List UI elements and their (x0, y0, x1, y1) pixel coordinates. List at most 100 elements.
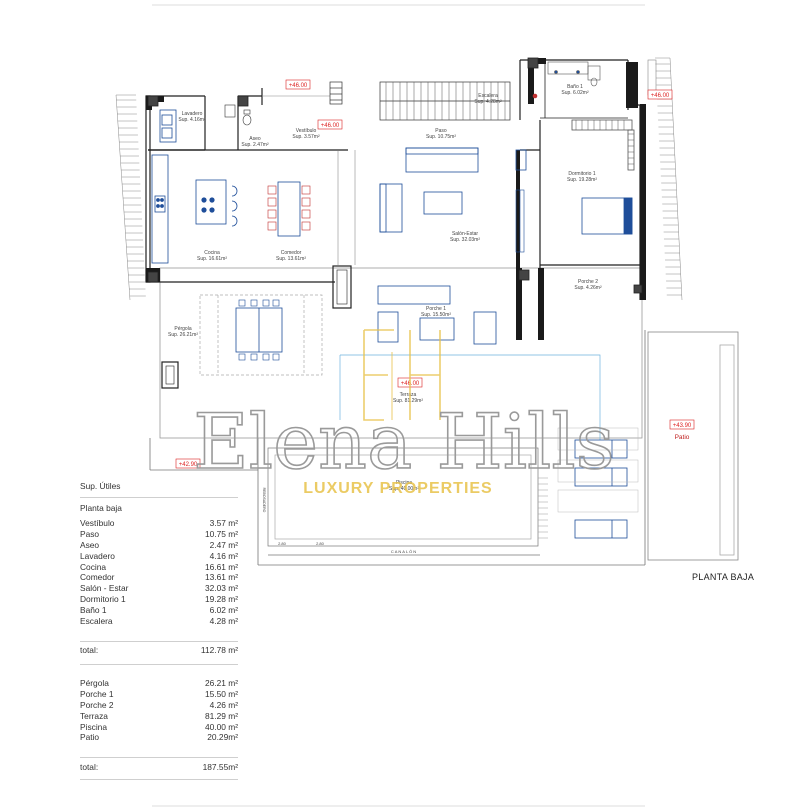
area-row-name: Lavadero (80, 550, 115, 561)
label-bano: Baño 1 (567, 84, 583, 90)
pool-dim-1: 2.80 (278, 541, 287, 546)
area-dormitorio: Sup. 19.28m² (567, 177, 597, 183)
summary-divider-5 (80, 779, 238, 780)
area-row-value: 15.50 m² (204, 688, 238, 699)
level-bano: +46.00 (651, 93, 670, 99)
patio-area (647, 331, 739, 561)
tv-unit (515, 189, 525, 253)
label-lavadero: Lavadero (182, 111, 203, 117)
label-piscina: Piscina (396, 480, 412, 486)
lavadero-fixtures (159, 109, 177, 143)
area-piscina: Sup. 40.00m² (389, 486, 419, 492)
area-row-name: Vestíbulo (80, 518, 115, 528)
area-cocina: Sup. 16.61m² (197, 256, 227, 262)
area-row-value: 19.28 m² (204, 594, 238, 605)
area-row-value: 4.16 m² (209, 550, 238, 561)
level-patio: +43.90 (673, 423, 692, 429)
area-row: Lavadero 4.16 m² (80, 551, 238, 562)
area-row: Patio 20.29m² (80, 732, 238, 743)
label-escalera: Escalera (478, 93, 498, 99)
area-terraza: Sup. 81.29m² (393, 398, 423, 404)
label-cocina: Cocina (204, 250, 220, 256)
watermark-tagline: LUXURY PROPERTIES (303, 480, 492, 497)
summary-subheading: Planta baja (80, 503, 122, 513)
area-escalera: Sup. 4.28m² (474, 99, 502, 105)
area-row-value: 4.28 m² (209, 616, 238, 627)
label-salon: Salón-Estar (452, 231, 478, 237)
summary-heading: Sup. Útiles (80, 481, 121, 491)
room-labels: Lavadero Sup. 4.16m² Aseo Sup. 2.47m² Ve… (168, 84, 690, 492)
entry-steps (329, 81, 343, 105)
pool-side-label: REBOSADERO (262, 488, 266, 513)
plan-title: PLANTA BAJA (692, 572, 755, 582)
area-row-name: Patio (80, 732, 100, 743)
dining-set (277, 181, 301, 237)
water-lines (339, 354, 601, 440)
sun-loungers (574, 439, 628, 539)
area-aseo: Sup. 2.47m² (241, 142, 269, 148)
area-row: Dormitorio 1 19.28 m² (80, 594, 238, 605)
lounger-shadows (557, 427, 639, 513)
area-pergola: Sup. 26.21m² (168, 332, 198, 338)
interior-total-value: 112.78 m² (200, 645, 238, 655)
area-row: Escalera 4.28 m² (80, 616, 238, 627)
area-row-value: 6.02 m² (209, 605, 238, 616)
area-row-value: 26.21 m² (204, 678, 238, 688)
porch-furniture (377, 285, 497, 345)
summary-divider-1 (80, 497, 238, 498)
area-bano: Sup. 6.02m² (561, 90, 589, 96)
interior-total-label: total: (80, 645, 99, 655)
area-lavadero: Sup. 4.16m² (178, 117, 206, 123)
watermark-logo: Elena Hills LUXURY PROPERTIES (193, 329, 615, 497)
area-comedor: Sup. 13.61m² (276, 256, 306, 262)
label-vestibulo: Vestíbulo (296, 128, 317, 134)
summary-divider-4 (80, 757, 238, 758)
label-paso: Paso (435, 128, 447, 134)
watermark-brand: Elena Hills (193, 397, 614, 486)
pool-dim-2: 2.80 (316, 541, 325, 546)
label-terraza: Terraza (400, 392, 417, 398)
exterior-total-value: 187.55m² (202, 762, 238, 772)
label-comedor: Comedor (281, 250, 302, 256)
area-porche2: Sup. 4.26m² (574, 285, 602, 291)
pergola-structure (199, 294, 323, 376)
aseo-fixtures (224, 104, 252, 126)
pool (267, 447, 540, 556)
summary-divider-3 (80, 664, 238, 665)
level-lower: +42.90 (179, 462, 198, 468)
area-row-value: 20.29m² (207, 732, 238, 743)
area-row-name: Escalera (80, 616, 113, 627)
area-row-value: 3.57 m² (209, 518, 238, 528)
area-row: Vestíbulo 3.57 m² (80, 518, 238, 529)
label-aseo: Aseo (249, 136, 261, 142)
area-row-name: Dormitorio 1 (80, 594, 126, 605)
exterior-total-label: total: (80, 762, 99, 772)
label-dormitorio: Dormitorio 1 (568, 171, 595, 177)
area-row-name: Cocina (80, 561, 107, 572)
pool-steps (538, 477, 548, 539)
area-row-value: 2.47 m² (209, 539, 238, 550)
pergola-dining-set (235, 307, 283, 353)
area-paso: Sup. 10.75m² (426, 134, 456, 140)
area-row-name: Terraza (80, 710, 108, 721)
area-row-name: Aseo (80, 539, 100, 550)
area-row-value: 32.03 m² (204, 583, 238, 594)
area-porche1: Sup. 15.50m² (421, 312, 451, 318)
wall-segments (146, 58, 646, 340)
area-row-name: Comedor (80, 572, 115, 583)
area-row: Terraza 81.29 m² (80, 711, 238, 722)
area-row-name: Baño 1 (80, 605, 107, 616)
label-pergola: Pérgola (174, 326, 191, 332)
exterior-total-row: total: 187.55m² (80, 762, 238, 773)
area-row-value: 81.29 m² (204, 710, 238, 721)
area-row: Baño 1 6.02 m² (80, 605, 238, 616)
bathroom-fixtures (532, 61, 601, 99)
